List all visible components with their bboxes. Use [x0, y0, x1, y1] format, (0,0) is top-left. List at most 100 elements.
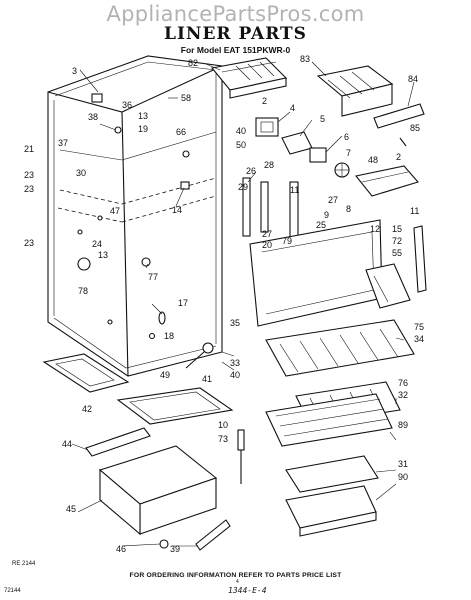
- callout-13-lower: 13: [98, 250, 108, 260]
- callout-25: 25: [316, 220, 326, 230]
- part-55-bin: [365, 263, 411, 309]
- callout-82: 82: [188, 58, 198, 68]
- callout-55: 55: [392, 248, 402, 258]
- callout-84: 84: [408, 74, 418, 84]
- callout-28: 28: [264, 160, 274, 170]
- corner-code: 72144: [4, 588, 21, 594]
- part-6-fan-motor: [309, 147, 350, 178]
- watermark: AppliancePartsPros.com: [106, 2, 365, 26]
- figure-code: RE 2144: [12, 561, 36, 567]
- part-85-screw: [399, 137, 407, 147]
- callout-31: 31: [398, 459, 408, 469]
- callout-85: 85: [410, 123, 420, 133]
- part-10-valve: [237, 429, 245, 484]
- page-code-top: 4: [236, 579, 239, 585]
- part-4-bracket: [255, 117, 279, 137]
- callout-12: 12: [370, 224, 380, 234]
- part-29-channel: [242, 177, 269, 237]
- part-46-roller: [159, 539, 169, 549]
- part-39-rod: [195, 519, 231, 551]
- callout-9: 9: [324, 210, 329, 220]
- part-75-shelf: [265, 319, 415, 377]
- callout-27-upper: 27: [328, 195, 338, 205]
- callout-2-upper: 2: [262, 96, 267, 106]
- part-49-light-socket: [185, 342, 214, 369]
- leader-lines: [71, 61, 415, 547]
- callout-40-lower: 40: [230, 370, 240, 380]
- callout-41: 41: [202, 374, 212, 384]
- callout-48: 48: [368, 155, 378, 165]
- model-subtitle: For Model EAT 151PKWR-0: [180, 45, 291, 55]
- callout-15: 15: [392, 224, 402, 234]
- callout-17: 17: [178, 298, 188, 308]
- callout-19: 19: [138, 124, 148, 134]
- part-89-shelf: [265, 393, 393, 447]
- diagram-title: LINER PARTS: [164, 24, 307, 44]
- callout-58: 58: [181, 93, 191, 103]
- callout-13-upper: 13: [138, 111, 148, 121]
- callout-42: 42: [82, 404, 92, 414]
- callout-45: 45: [66, 504, 76, 514]
- callout-30: 30: [76, 168, 86, 178]
- part-42-drip-tray: [42, 353, 130, 393]
- callout-18: 18: [164, 331, 174, 341]
- callout-23-b: 23: [24, 184, 34, 194]
- callout-20: 20: [262, 240, 272, 250]
- callout-37: 37: [58, 138, 68, 148]
- callout-14: 14: [172, 205, 182, 215]
- part-48-duct: [355, 165, 419, 197]
- callout-7: 7: [346, 148, 351, 158]
- callout-35: 35: [230, 318, 240, 328]
- callout-73: 73: [218, 434, 228, 444]
- callout-46: 46: [116, 544, 126, 554]
- callout-50: 50: [236, 140, 246, 150]
- ordering-footer: FOR ORDERING INFORMATION REFER TO PARTS …: [129, 572, 342, 579]
- callout-66: 66: [176, 127, 186, 137]
- callout-21: 21: [24, 144, 34, 154]
- callout-36: 36: [122, 100, 132, 110]
- callout-6: 6: [344, 132, 349, 142]
- callout-89: 89: [398, 420, 408, 430]
- callout-77: 77: [148, 272, 158, 282]
- callout-72: 72: [392, 236, 402, 246]
- callout-47: 47: [110, 206, 120, 216]
- callout-33: 33: [230, 358, 240, 368]
- callout-83: 83: [300, 54, 310, 64]
- callout-4: 4: [290, 103, 295, 113]
- callout-labels: 3 82 83 84 58 85 4 5 2 36 13 38 19 40 66…: [24, 54, 424, 554]
- callout-10: 10: [218, 420, 228, 430]
- callout-49: 49: [160, 370, 170, 380]
- part-45-crisper-drawer: [98, 445, 218, 536]
- part-15-strip: [413, 225, 427, 293]
- callout-23-a: 23: [24, 170, 34, 180]
- page-code: 1344-E-4: [228, 586, 267, 595]
- callout-5: 5: [320, 114, 325, 124]
- callout-39: 39: [170, 544, 180, 554]
- liner-cabinet: [47, 55, 223, 377]
- callout-79: 79: [282, 236, 292, 246]
- part-82-top-unit: [210, 57, 288, 99]
- callout-40-upper: 40: [236, 126, 246, 136]
- callout-76: 76: [398, 378, 408, 388]
- callout-11-right: 11: [410, 206, 419, 216]
- callout-78: 78: [78, 286, 88, 296]
- callout-90: 90: [398, 472, 408, 482]
- part-83-basket: [316, 65, 394, 117]
- callout-38: 38: [88, 112, 98, 122]
- callout-32: 32: [398, 390, 408, 400]
- callout-3: 3: [72, 66, 77, 76]
- callout-27-lower: 27: [262, 229, 272, 239]
- callout-26: 26: [246, 166, 256, 176]
- part-5-housing: [281, 131, 313, 155]
- part-41-pan: [116, 387, 234, 425]
- part-44-cover-strip: [85, 427, 151, 457]
- callout-34: 34: [414, 334, 424, 344]
- callout-29: 29: [238, 182, 248, 192]
- callout-24: 24: [92, 239, 102, 249]
- callout-11-left: 11: [290, 185, 299, 195]
- part-90-crisper: [285, 485, 377, 537]
- part-84-strip: [373, 103, 425, 129]
- callout-75: 75: [414, 322, 424, 332]
